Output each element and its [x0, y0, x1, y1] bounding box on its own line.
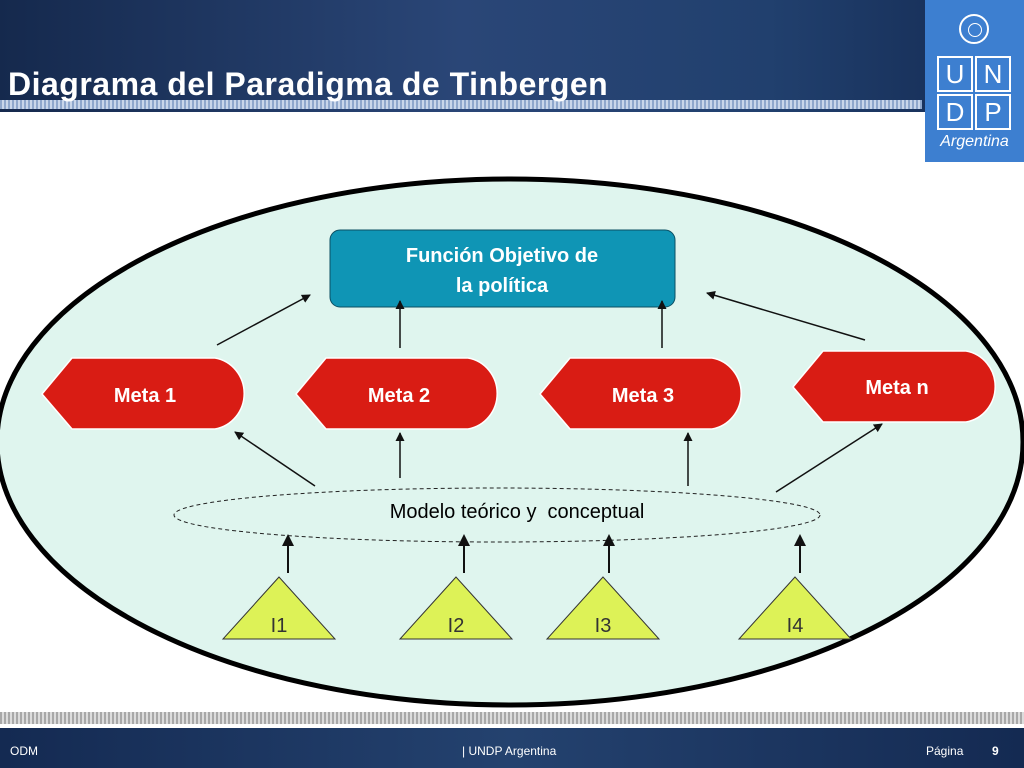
logo-letter-d: D: [937, 94, 973, 130]
instrument-triangle-4: [737, 576, 853, 640]
arrow-goaln-objective: [706, 290, 866, 341]
footer-bar: ODM | UNDP Argentina Página 9: [0, 728, 1024, 768]
goal-shape-n: [792, 350, 996, 423]
footer-page-label: Página: [926, 744, 964, 758]
model-ellipse: [173, 487, 821, 543]
arrow-model-goaln: [775, 423, 883, 493]
tinbergen-diagram: Función Objetivo de la política Meta 1 M…: [0, 176, 1024, 708]
goal-label-n: Meta n: [865, 377, 928, 399]
header-bar: Diagrama del Paradigma de Tinbergen: [0, 0, 1024, 112]
arrow-goal1-objective: [216, 294, 311, 346]
logo-subtitle: Argentina: [940, 133, 1009, 150]
footer-stripe: [0, 712, 1024, 724]
instrument-label-3: I3: [595, 615, 612, 637]
footer-center-label: | UNDP Argentina: [462, 744, 557, 758]
logo-letter-p: P: [975, 94, 1011, 130]
goal-label-2: Meta 2: [368, 385, 430, 407]
goal-shape-3: [539, 357, 742, 430]
instrument-triangle-2: [398, 576, 514, 640]
instrument-label-4: I4: [787, 615, 804, 637]
undp-logo: U N D P Argentina: [925, 0, 1024, 162]
model-label: Modelo teórico y conceptual: [390, 501, 645, 523]
arrow-model-goal1: [234, 431, 316, 487]
slide-title: Diagrama del Paradigma de Tinbergen: [8, 66, 609, 102]
goal-label-3: Meta 3: [612, 385, 674, 407]
instrument-label-1: I1: [271, 615, 288, 637]
un-emblem-icon: [959, 14, 989, 44]
objective-box: [329, 229, 676, 308]
goal-shape-1: [41, 357, 245, 430]
footer-page-number: 9: [992, 744, 999, 758]
goal-shape-2: [295, 357, 498, 430]
instrument-triangle-3: [545, 576, 661, 640]
header-stripe: [0, 100, 922, 109]
instrument-label-2: I2: [448, 615, 465, 637]
instrument-triangle-1: [221, 576, 337, 640]
objective-label-line2: la política: [456, 275, 549, 297]
goal-label-1: Meta 1: [114, 385, 176, 407]
logo-letter-n: N: [975, 56, 1011, 92]
objective-label-line1: Función Objetivo de: [406, 245, 598, 267]
footer-left-label: ODM: [10, 744, 38, 758]
logo-letter-u: U: [937, 56, 973, 92]
